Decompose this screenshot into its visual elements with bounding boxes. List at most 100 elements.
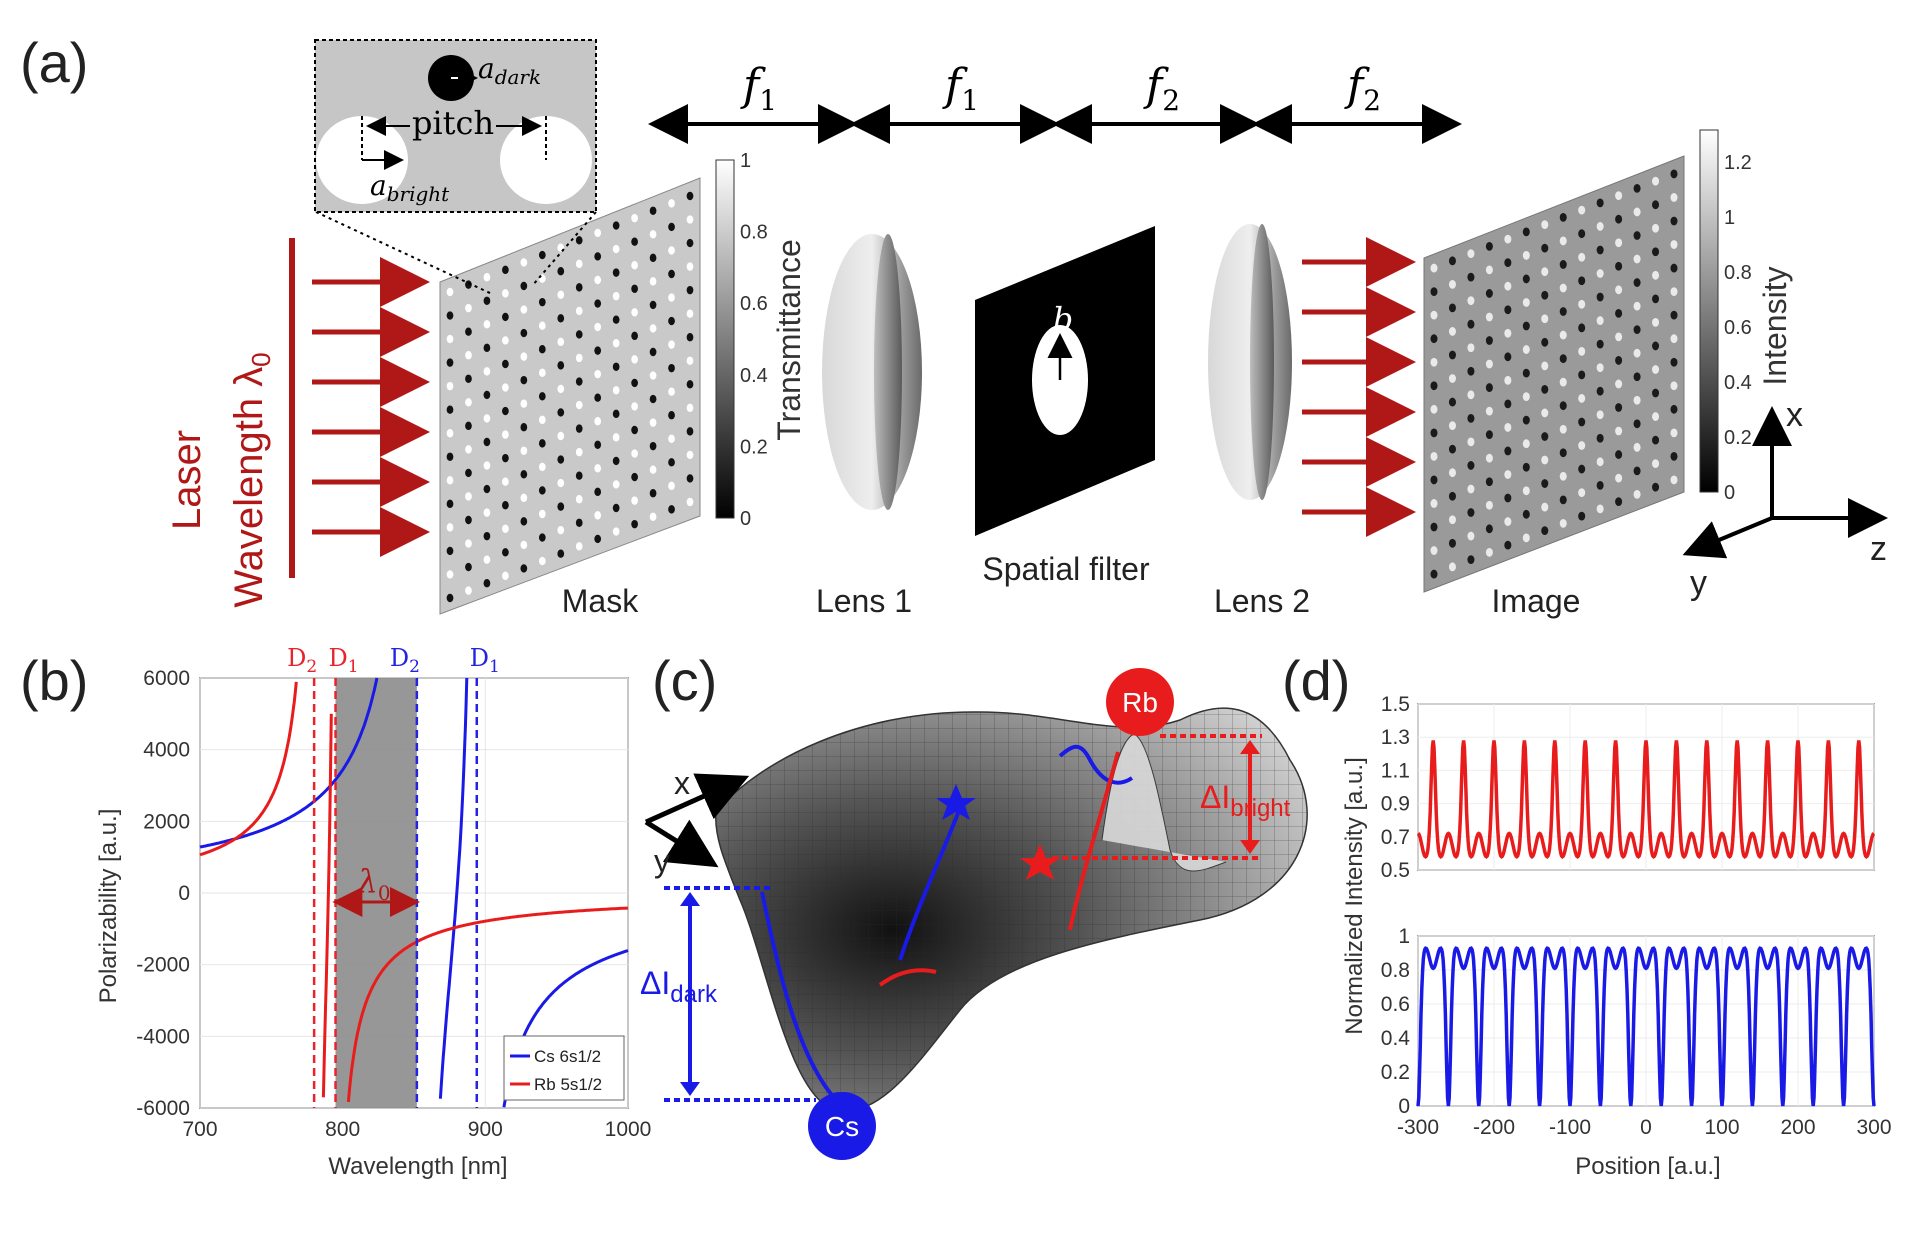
colorbar-tick: 0.8 xyxy=(1724,262,1752,284)
dark-site xyxy=(631,378,638,388)
dark-site xyxy=(1448,256,1456,266)
dark-site xyxy=(483,296,491,305)
dark-site xyxy=(1467,319,1475,329)
bright-site xyxy=(631,308,638,317)
bright-site xyxy=(1559,471,1567,481)
bright-site xyxy=(1541,408,1549,418)
bright-site xyxy=(649,465,657,474)
bright-site xyxy=(668,293,675,302)
bright-site xyxy=(668,199,675,208)
cs-line-upper xyxy=(1058,744,1134,785)
bright-site xyxy=(557,478,565,488)
transmittance-title-wrap: Transmittance xyxy=(771,239,807,441)
dark-site xyxy=(631,284,638,293)
colorbar-tick: 0 xyxy=(740,508,751,530)
bright-site xyxy=(1615,426,1623,436)
d-ytick: 0.2 xyxy=(1381,1061,1410,1084)
dark-site xyxy=(1448,538,1456,548)
dark-site xyxy=(649,300,657,310)
bright-site xyxy=(446,429,454,438)
bright-site xyxy=(1559,330,1567,340)
incident-beam-arrows xyxy=(312,257,430,557)
intensity-title-wrap: Intensity xyxy=(1757,266,1793,385)
bright-site xyxy=(649,230,657,239)
bright-site xyxy=(520,399,528,408)
bright-site xyxy=(1522,533,1530,543)
d-xtick: 0 xyxy=(1640,1116,1652,1139)
bright-site xyxy=(594,417,602,426)
lens-1-edge xyxy=(874,234,902,510)
bright-site xyxy=(594,369,602,379)
bright-site xyxy=(668,481,675,491)
bright-site xyxy=(1578,252,1586,262)
d-xtick: 300 xyxy=(1856,1116,1891,1139)
dark-site xyxy=(594,534,602,544)
image-label: Image xyxy=(1492,583,1581,619)
b-ytick: 6000 xyxy=(143,667,190,690)
bright-site xyxy=(575,353,583,363)
bright-site xyxy=(465,351,472,360)
dark-site xyxy=(1504,493,1512,503)
bright-delta-head-bottom xyxy=(1240,840,1260,854)
dark-site xyxy=(520,423,528,432)
d-ytick: 1.5 xyxy=(1381,693,1410,716)
bright-site xyxy=(649,371,657,380)
bright-site xyxy=(446,476,454,485)
dark-site xyxy=(1633,466,1641,476)
dark-site xyxy=(1559,401,1567,411)
bright-site xyxy=(1633,395,1641,405)
dark-site xyxy=(1430,381,1438,391)
rb-polarizability-line xyxy=(321,713,333,1098)
bright-site xyxy=(1559,283,1567,293)
bright-site xyxy=(575,495,583,504)
dark-site xyxy=(538,250,546,260)
d-ytick: 0.7 xyxy=(1381,826,1410,849)
axis-y-label: y xyxy=(1690,564,1707,602)
bright-site xyxy=(502,383,509,392)
a-dark-label: adark xyxy=(478,52,541,89)
dark-site xyxy=(668,458,675,467)
resonance-label: D2 xyxy=(390,644,420,677)
b-ytick: 0 xyxy=(178,882,190,905)
cs-polarizability-line xyxy=(199,677,379,849)
bright-site xyxy=(557,337,565,347)
bright-site xyxy=(1670,475,1678,485)
bright-site xyxy=(538,462,546,472)
mask-label: Mask xyxy=(562,583,639,619)
dark-site xyxy=(446,358,454,367)
intensity-ticks: 1.210.80.60.40.20 xyxy=(1724,152,1752,504)
bright-site xyxy=(483,320,491,329)
laser-label: Laser Wavelength λ0 xyxy=(165,352,276,607)
dark-site xyxy=(520,517,528,526)
dark-site xyxy=(520,470,528,479)
bright-site xyxy=(1541,455,1549,465)
dark-site xyxy=(1652,435,1660,445)
dark-site xyxy=(668,222,675,232)
bright-site xyxy=(483,461,491,470)
b-xtick: 700 xyxy=(182,1118,217,1141)
dark-site xyxy=(538,439,546,448)
bright-site xyxy=(1522,439,1530,449)
bright-site xyxy=(612,291,620,301)
rb-site-star xyxy=(1020,844,1060,880)
bright-site xyxy=(465,398,472,407)
b-ytick: 2000 xyxy=(143,810,190,833)
bright-site xyxy=(483,555,491,564)
bright-site xyxy=(483,367,491,376)
dark-site xyxy=(1504,258,1512,268)
bright-site xyxy=(1467,390,1475,400)
dark-site xyxy=(446,593,454,603)
dark-delta-head-bottom xyxy=(680,1082,700,1096)
dark-site xyxy=(631,472,638,482)
bright-site xyxy=(594,464,602,473)
bright-site xyxy=(575,447,583,457)
colorbar-tick: 0.4 xyxy=(1724,372,1752,394)
dark-site xyxy=(1596,433,1604,443)
bright-site xyxy=(1522,298,1530,307)
bright-site xyxy=(612,480,620,489)
colorbar-tick: 0.6 xyxy=(1724,317,1752,339)
dark-site xyxy=(575,330,583,339)
rb-badge-label: Rb xyxy=(1122,687,1158,718)
bright-site xyxy=(1596,316,1604,325)
dark-site xyxy=(483,579,491,588)
